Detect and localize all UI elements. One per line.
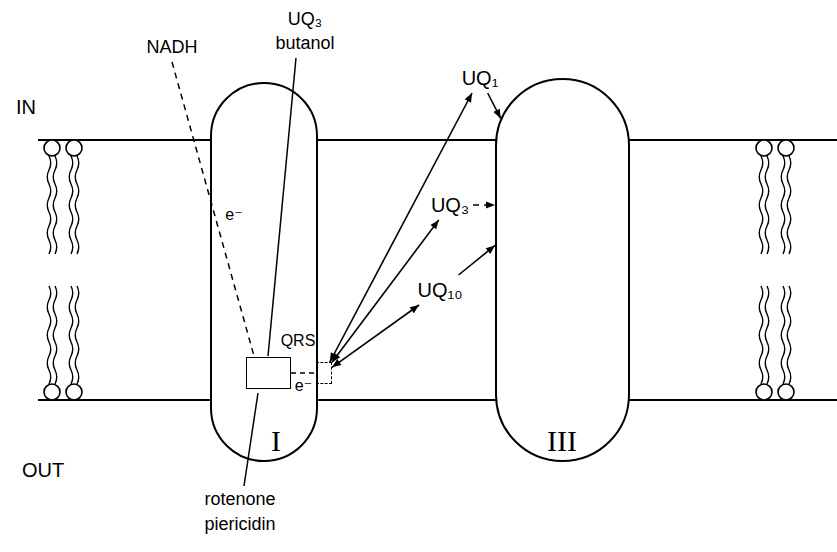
- lipid-tail: [765, 156, 769, 254]
- lipid-tail: [765, 286, 769, 384]
- node-text: III: [547, 424, 577, 457]
- node-text: QRS: [281, 332, 316, 350]
- lipid-tail: [69, 286, 73, 384]
- side-label: OUT: [22, 459, 64, 481]
- electron-label: e⁻: [225, 206, 242, 224]
- quinone-exchange-arrow: [330, 93, 472, 362]
- node-text: UQ₁₀: [417, 279, 462, 301]
- quinone-to-complex-arrow: [488, 93, 501, 118]
- quinone-label: UQ₁₀: [417, 279, 462, 301]
- lipid-tail: [69, 156, 73, 254]
- node-text: UQ₁: [462, 67, 499, 89]
- complex-outline: [495, 78, 630, 462]
- lipid-tail: [759, 156, 763, 254]
- membrane-line: [629, 139, 837, 141]
- complex-i: I UQ QRS: [210, 82, 318, 462]
- complex-outline: [496, 79, 629, 461]
- lipid-tail: [47, 156, 51, 254]
- quinone-to-complex-arrow: [473, 204, 495, 206]
- lipid-tail: [759, 286, 763, 384]
- lipid-tail: [781, 156, 785, 254]
- lipid-head: [756, 384, 772, 400]
- electron-transfer-line: [291, 372, 316, 374]
- quinone-to-complex-arrow: [459, 245, 495, 275]
- membrane-line: [629, 399, 837, 401]
- lipid-tail: [781, 286, 785, 384]
- edge-label: e⁻: [294, 377, 313, 395]
- leader-line: [244, 393, 258, 486]
- inhibitor-label: UQ₃: [288, 10, 322, 30]
- lipid-tail: [53, 156, 57, 254]
- quinone-label: UQ₁: [462, 67, 499, 89]
- membrane-line: [38, 399, 211, 401]
- complex-outline: [210, 82, 318, 462]
- inhibitor-label: piericidin: [204, 515, 275, 535]
- side-label: IN: [16, 96, 36, 118]
- quinone-exchange-arrow: [332, 305, 419, 367]
- lipid-tail: [75, 156, 79, 254]
- quinone-label: UQ₃: [431, 194, 469, 216]
- inhibitor-label: butanol: [275, 34, 334, 54]
- lipid-tail: [75, 286, 79, 384]
- node-text: UQ₃: [431, 194, 469, 216]
- inhibitor-label: rotenone: [204, 490, 275, 510]
- lipid-head: [778, 140, 794, 156]
- lipid-tail: [47, 286, 51, 384]
- electron-path-line: [172, 62, 254, 356]
- lipid-head: [778, 384, 794, 400]
- complex-iii: III: [495, 78, 630, 462]
- lipid-tail: [53, 286, 57, 384]
- substrate-label: NADH: [146, 38, 197, 58]
- quinone-site-box: UQ: [246, 357, 291, 389]
- membrane-line: [317, 139, 496, 141]
- lipid-tail: [787, 286, 791, 384]
- qrs-site-box: QRS: [316, 362, 332, 384]
- complex-outline: [211, 83, 317, 461]
- lipid-head: [44, 384, 60, 400]
- lipid-head: [756, 140, 772, 156]
- leader-line: [268, 58, 296, 356]
- lipid-tail: [787, 156, 791, 254]
- lipid-head: [44, 140, 60, 156]
- membrane-line: [317, 399, 496, 401]
- node-text: I: [271, 424, 281, 457]
- lipid-head: [66, 384, 82, 400]
- membrane-line: [38, 139, 211, 141]
- lipid-head: [66, 140, 82, 156]
